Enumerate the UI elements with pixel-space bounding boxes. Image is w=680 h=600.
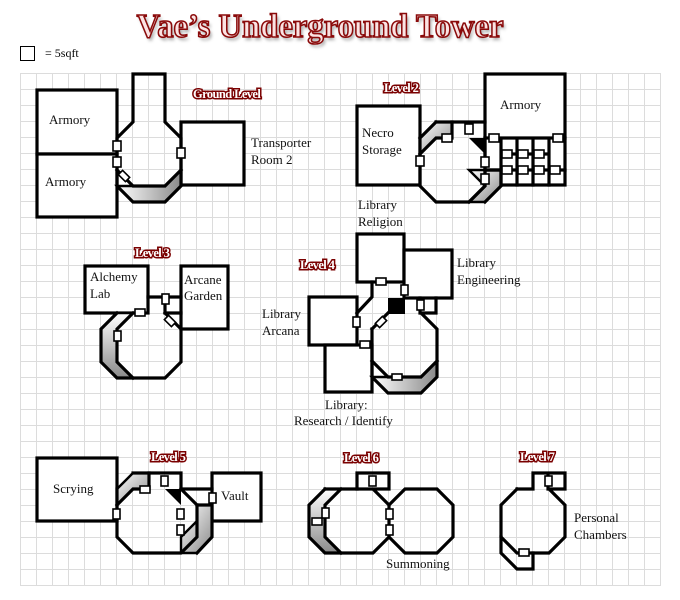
room-label: Arcana xyxy=(262,323,300,338)
black-marker xyxy=(388,298,405,314)
door[interactable] xyxy=(176,508,185,520)
room-label: Lab xyxy=(90,286,110,301)
scale-legend: = 5sqft xyxy=(20,46,79,61)
door[interactable] xyxy=(391,373,403,381)
room-library-religion[interactable] xyxy=(355,232,406,284)
door[interactable] xyxy=(112,156,122,168)
room-label: Religion xyxy=(358,214,403,229)
door[interactable] xyxy=(163,314,177,328)
door[interactable] xyxy=(385,524,394,536)
door[interactable] xyxy=(161,293,170,305)
door[interactable] xyxy=(352,316,361,328)
level-2 xyxy=(355,72,567,205)
door[interactable] xyxy=(533,165,545,175)
door[interactable] xyxy=(311,517,323,526)
room-central-chamber[interactable] xyxy=(115,72,183,204)
door[interactable] xyxy=(139,485,151,494)
level-3 xyxy=(83,264,230,381)
room-label: Library xyxy=(262,306,301,321)
room-transporter[interactable] xyxy=(179,120,246,187)
room-alchemy-lab[interactable] xyxy=(83,264,150,315)
room-library-arcana[interactable] xyxy=(307,295,359,347)
door[interactable] xyxy=(375,277,387,286)
level-label-2: Level 2 xyxy=(384,81,419,95)
door[interactable] xyxy=(533,149,545,159)
door[interactable] xyxy=(441,133,453,143)
black-marker xyxy=(469,138,485,154)
level-label-5: Level 5 xyxy=(151,450,186,464)
room-label: Armory xyxy=(45,174,87,189)
room-label: Necro xyxy=(362,125,394,140)
door[interactable] xyxy=(488,133,500,143)
door[interactable] xyxy=(134,308,146,317)
door[interactable] xyxy=(416,299,425,311)
door[interactable] xyxy=(117,169,131,183)
door[interactable] xyxy=(176,524,185,536)
room-label: Garden xyxy=(184,288,223,303)
door[interactable] xyxy=(501,165,513,175)
room-label: Transporter xyxy=(251,135,312,150)
map-title-text: Vae’s Underground Tower xyxy=(136,7,505,46)
room-label: Personal xyxy=(574,510,619,525)
room-label: Research / Identify xyxy=(294,413,393,428)
room-label: Storage xyxy=(362,142,402,157)
room-label: Alchemy xyxy=(90,269,138,284)
map-title: Vae’s Underground Tower xyxy=(0,7,640,46)
room-label: Summoning xyxy=(386,556,450,571)
room-label: Arcane xyxy=(184,272,222,287)
door[interactable] xyxy=(517,149,529,159)
room-label: Armory xyxy=(500,97,542,112)
level-label-7: Level 7 xyxy=(520,450,555,464)
room-armory-lower[interactable] xyxy=(35,152,119,219)
door[interactable] xyxy=(415,155,425,167)
door[interactable] xyxy=(359,340,371,349)
room-library-research[interactable] xyxy=(323,343,374,394)
room-label: Library xyxy=(358,197,397,212)
level-label-3: Level 3 xyxy=(135,246,170,260)
door[interactable] xyxy=(112,140,122,152)
door[interactable] xyxy=(518,548,530,557)
door[interactable] xyxy=(368,475,377,487)
level-4 xyxy=(307,232,454,395)
door[interactable] xyxy=(480,156,490,168)
room-label: Chambers xyxy=(574,527,627,542)
door[interactable] xyxy=(464,123,474,135)
room-library-engineering[interactable] xyxy=(402,248,454,300)
door[interactable] xyxy=(176,147,186,159)
door[interactable] xyxy=(374,315,388,329)
level-6 xyxy=(307,471,455,556)
door[interactable] xyxy=(385,508,394,520)
door[interactable] xyxy=(544,475,553,487)
room-label: Engineering xyxy=(457,272,521,287)
room-label: Scrying xyxy=(53,481,94,496)
level-label-6: Level 6 xyxy=(344,451,379,465)
door[interactable] xyxy=(552,133,564,143)
door[interactable] xyxy=(480,173,490,185)
door[interactable] xyxy=(160,475,169,487)
level-7 xyxy=(499,471,567,571)
door[interactable] xyxy=(208,492,217,504)
room-label: Library: xyxy=(325,397,368,412)
door[interactable] xyxy=(321,507,330,519)
room-label: Library xyxy=(457,255,496,270)
room-label: Room 2 xyxy=(251,152,293,167)
room-scrying[interactable] xyxy=(35,456,119,523)
door[interactable] xyxy=(517,165,529,175)
level-5 xyxy=(35,456,263,556)
level-label-ground: Ground Level xyxy=(193,87,261,101)
room-necro-storage[interactable] xyxy=(355,104,422,187)
black-marker xyxy=(165,489,181,505)
scale-label: = 5sqft xyxy=(45,46,79,60)
door[interactable] xyxy=(501,149,513,159)
door[interactable] xyxy=(549,165,561,175)
room-label: Armory xyxy=(49,112,91,127)
door[interactable] xyxy=(113,330,122,342)
level-ground xyxy=(35,72,246,219)
door[interactable] xyxy=(400,284,409,296)
level-label-4: Level 4 xyxy=(300,258,336,272)
door[interactable] xyxy=(112,508,121,520)
room-label: Vault xyxy=(221,488,249,503)
grid-square-icon xyxy=(20,46,35,61)
